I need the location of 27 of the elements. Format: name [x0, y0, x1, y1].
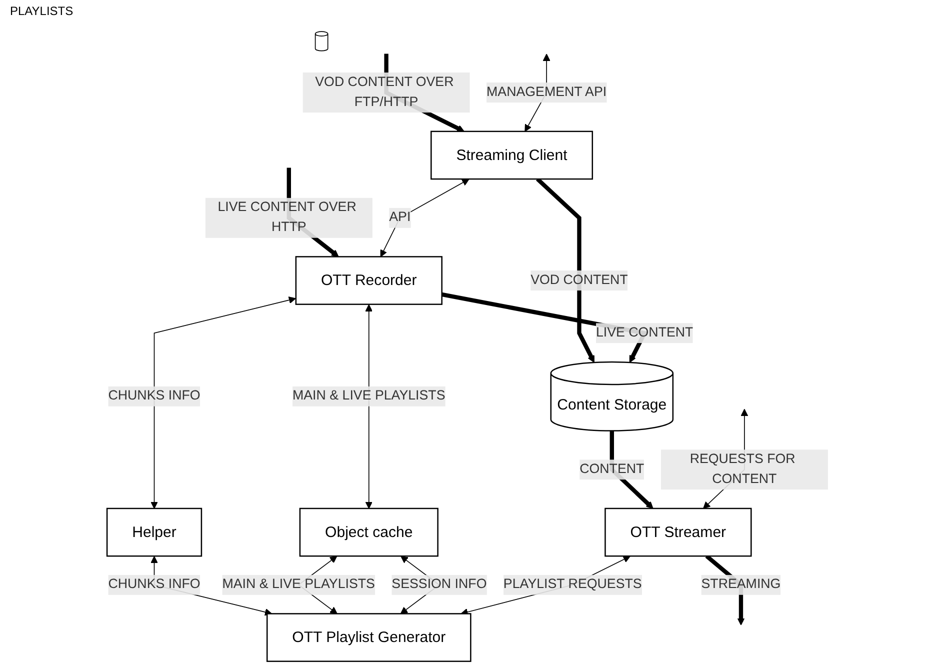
edge-label: SESSION INFO	[392, 577, 487, 592]
node-box: Object cache	[299, 508, 438, 557]
edge-label: CHUNKS INFO	[108, 577, 200, 592]
edge-label: REQUESTS FOR CONTENT	[690, 452, 796, 486]
edge-label: MAIN & LIVE PLAYLISTS	[222, 577, 375, 592]
edge-label: LIVE CONTENT OVER HTTP	[218, 200, 356, 235]
node-box: OTT Playlist Generator	[266, 613, 472, 662]
edge-label: PLAYLIST REQUESTS	[503, 577, 642, 592]
edge-label: MAIN & LIVE PLAYLISTS	[292, 388, 446, 404]
node-box: OTT Streamer	[604, 508, 752, 557]
node-box: OTT Recorder	[295, 256, 442, 305]
edge-label: API	[389, 210, 411, 225]
edge-label: CONTENT	[580, 462, 644, 476]
arrow	[365, 304, 373, 509]
edge-label: VOD CONTENT	[530, 272, 628, 288]
node-box: Helper	[106, 508, 202, 557]
edge-label: VOD CONTENT OVER FTP/HTTP	[315, 75, 454, 110]
arrow	[150, 296, 296, 509]
node-cylinder	[314, 31, 328, 52]
arrow	[536, 178, 594, 363]
note-text: PLAYLISTS	[10, 4, 74, 18]
edge-label: CHUNKS INFO	[108, 388, 200, 404]
edge-label: STREAMING	[701, 577, 781, 592]
arrow	[380, 178, 470, 258]
edge-label: LIVE CONTENT	[596, 326, 694, 340]
edge-label: MANAGEMENT API	[486, 85, 607, 100]
node-box: Streaming Client	[430, 130, 594, 180]
